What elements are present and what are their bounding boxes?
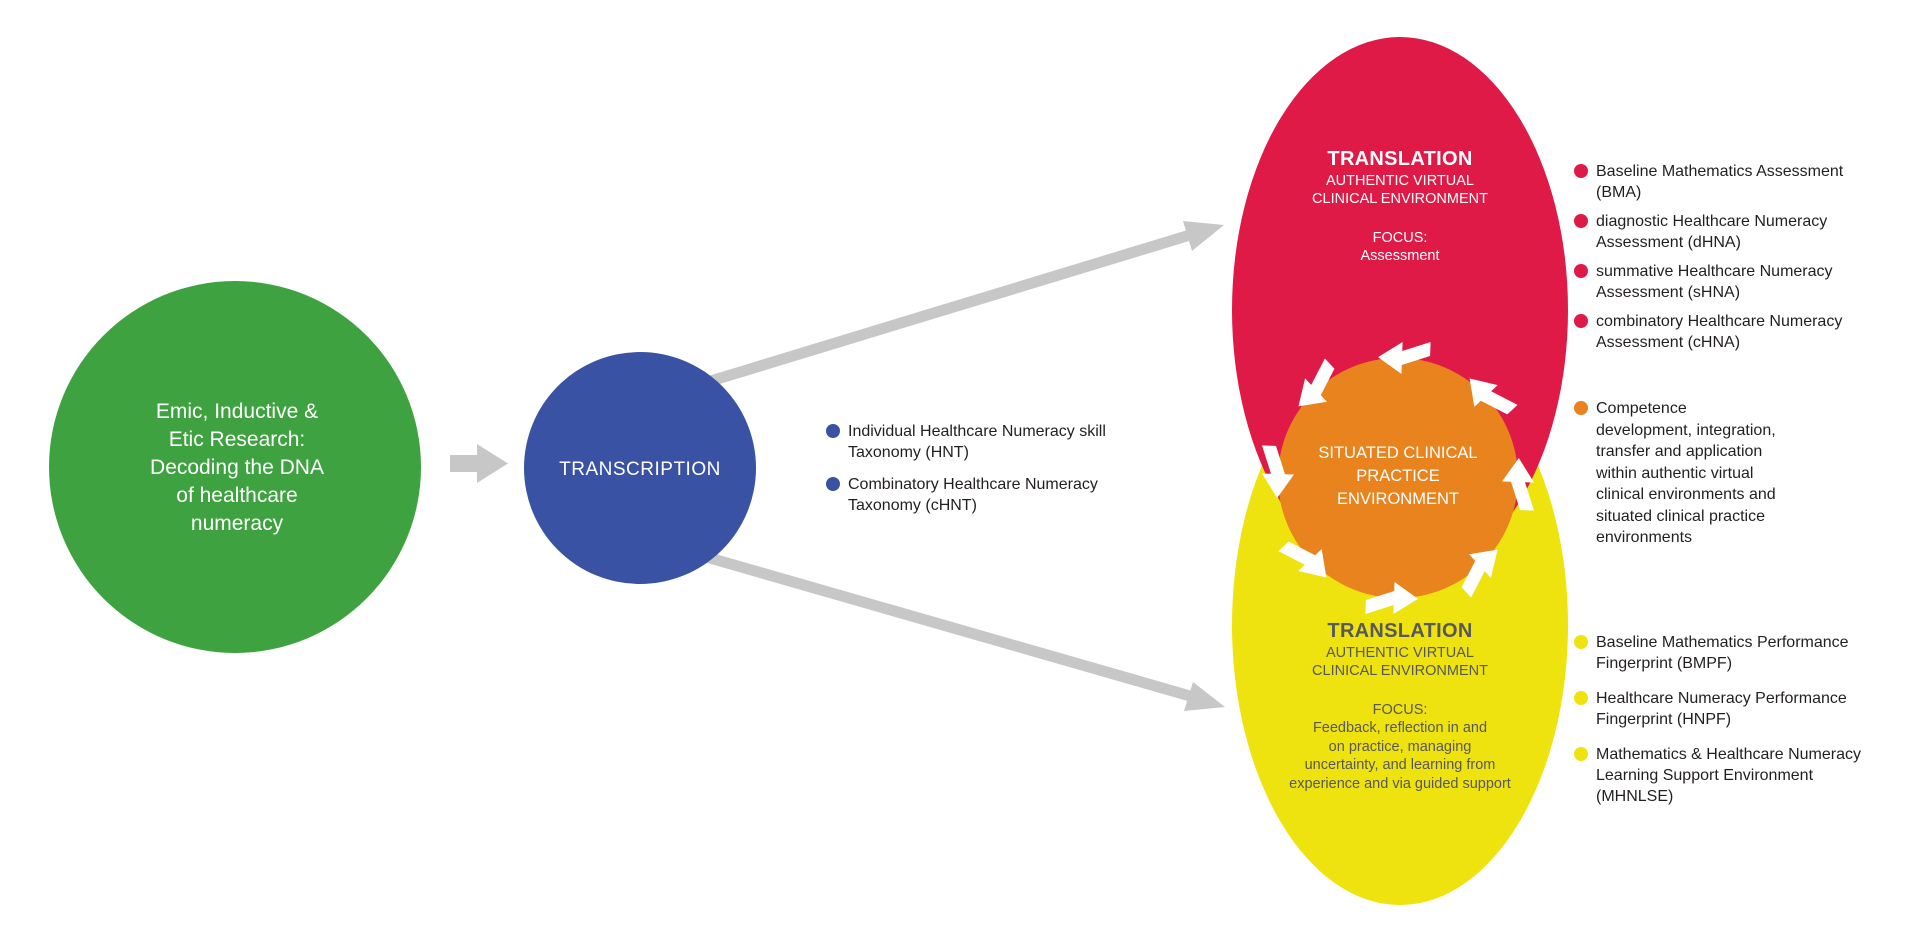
list-item: Baseline Mathematics Performance Fingerp… xyxy=(1574,632,1920,674)
focus-label: FOCUS: xyxy=(1372,702,1428,718)
translation-title: TRANSLATION xyxy=(1327,148,1473,170)
bullet-icon xyxy=(1574,691,1588,705)
list-item: Individual Healthcare Numeracy skill Tax… xyxy=(826,421,1156,463)
list-item-label: Competence development, integration, tra… xyxy=(1596,400,1776,546)
assessment-list: Baseline Mathematics Assessment (BMA) di… xyxy=(1574,161,1914,361)
list-item-label: combinatory Healthcare Numeracy Assessme… xyxy=(1596,313,1843,351)
bullet-icon xyxy=(1574,635,1588,649)
focus-label: FOCUS: xyxy=(1372,230,1428,246)
bullet-icon xyxy=(1574,401,1588,415)
research-circle xyxy=(49,281,421,653)
arrow-research-to-transcription xyxy=(450,444,508,483)
transcription-circle-label: TRANSCRIPTION xyxy=(559,459,721,480)
bullet-icon xyxy=(1574,164,1588,178)
bullet-icon xyxy=(826,477,840,491)
focus-text: Feedback, reflection in and on practice,… xyxy=(1289,720,1511,792)
list-item: Baseline Mathematics Assessment (BMA) xyxy=(1574,161,1914,203)
transcription-circle xyxy=(524,352,756,584)
list-item: diagnostic Healthcare Numeracy Assessmen… xyxy=(1574,211,1914,253)
bullet-icon xyxy=(1574,264,1588,278)
list-item-label: Mathematics & Healthcare Numeracy Learni… xyxy=(1596,746,1861,805)
arrow-transcription-to-assessment xyxy=(666,221,1224,400)
performance-list: Baseline Mathematics Performance Fingerp… xyxy=(1574,632,1920,821)
list-item-label: Individual Healthcare Numeracy skill Tax… xyxy=(848,423,1106,461)
list-item: Combinatory Healthcare Numeracy Taxonomy… xyxy=(826,474,1156,516)
translation-subtitle: AUTHENTIC VIRTUAL CLINICAL ENVIRONMENT xyxy=(1312,173,1488,207)
situated-practice-circle xyxy=(1278,358,1518,598)
bullet-icon xyxy=(1574,314,1588,328)
research-circle-label: Emic, Inductive & Etic Research: Decodin… xyxy=(150,400,324,535)
list-item-label: Healthcare Numeracy Performance Fingerpr… xyxy=(1596,690,1847,728)
list-item-label: summative Healthcare Numeracy Assessment… xyxy=(1596,263,1833,301)
competence-item: Competence development, integration, tra… xyxy=(1574,398,1914,549)
bullet-icon xyxy=(826,424,840,438)
list-item: combinatory Healthcare Numeracy Assessme… xyxy=(1574,311,1914,353)
translation-assessment-label: TRANSLATION AUTHENTIC VIRTUAL CLINICAL E… xyxy=(1232,147,1568,266)
list-item-label: Baseline Mathematics Assessment (BMA) xyxy=(1596,163,1844,201)
focus-text: Assessment xyxy=(1360,248,1440,264)
list-item: Competence development, integration, tra… xyxy=(1574,398,1914,549)
translation-subtitle: AUTHENTIC VIRTUAL CLINICAL ENVIRONMENT xyxy=(1312,645,1488,679)
list-item: summative Healthcare Numeracy Assessment… xyxy=(1574,261,1914,303)
list-item-label: Combinatory Healthcare Numeracy Taxonomy… xyxy=(848,476,1098,514)
list-item: Healthcare Numeracy Performance Fingerpr… xyxy=(1574,688,1920,730)
translation-title: TRANSLATION xyxy=(1327,620,1473,642)
bullet-icon xyxy=(1574,214,1588,228)
situated-practice-label: SITUATED CLINICAL PRACTICE ENVIRONMENT xyxy=(1318,444,1478,508)
taxonomy-list: Individual Healthcare Numeracy skill Tax… xyxy=(826,421,1156,527)
list-item-label: diagnostic Healthcare Numeracy Assessmen… xyxy=(1596,213,1828,251)
list-item-label: Baseline Mathematics Performance Fingerp… xyxy=(1596,634,1849,672)
list-item: Mathematics & Healthcare Numeracy Learni… xyxy=(1574,744,1920,807)
bullet-icon xyxy=(1574,747,1588,761)
translation-feedback-label: TRANSLATION AUTHENTIC VIRTUAL CLINICAL E… xyxy=(1232,619,1568,793)
arrow-transcription-to-feedback xyxy=(666,540,1225,711)
